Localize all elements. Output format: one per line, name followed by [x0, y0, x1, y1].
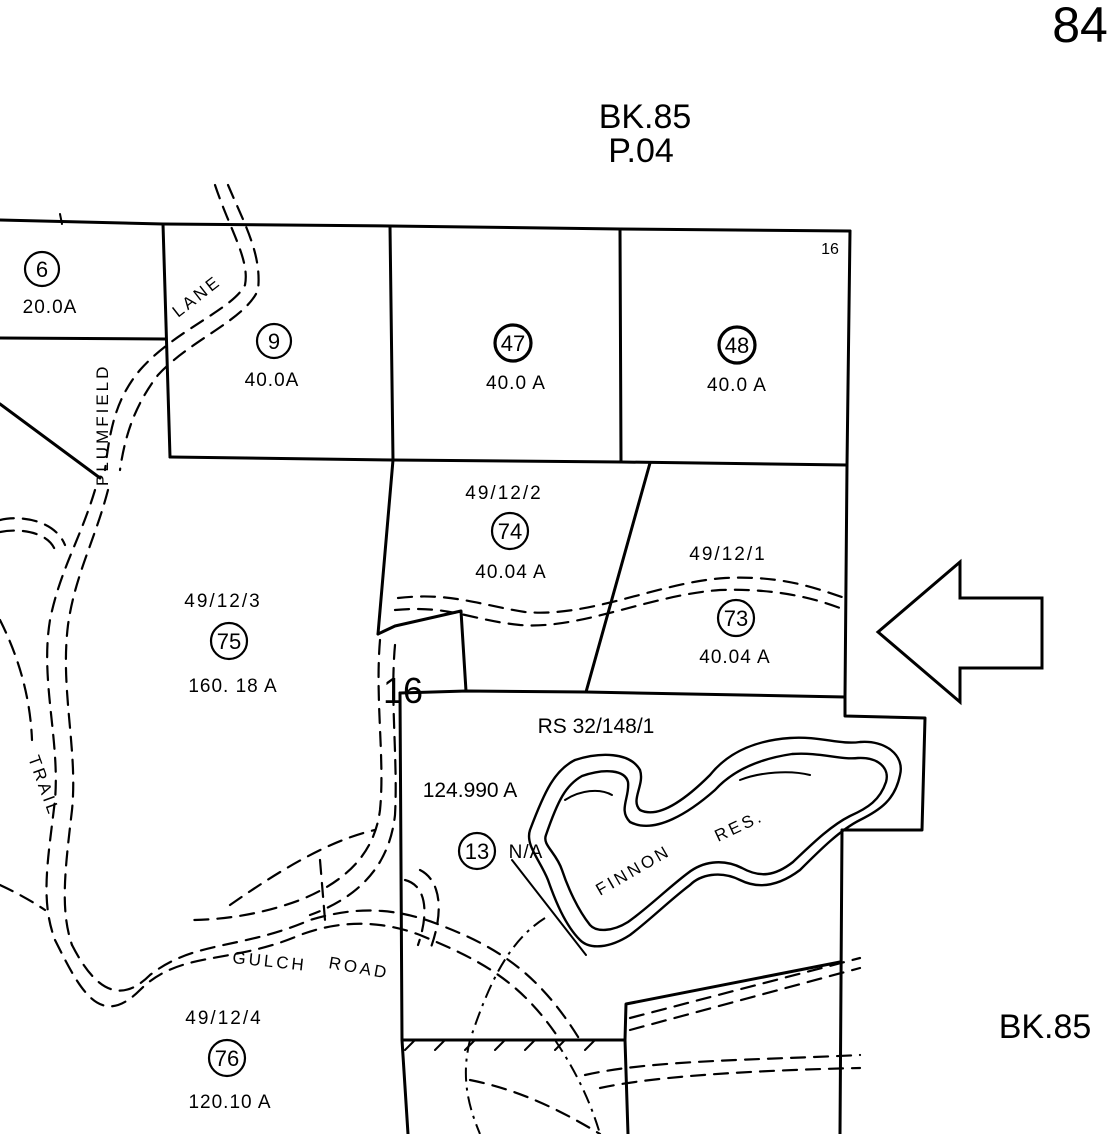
- parcel-ref: RS 32/148/1: [538, 715, 655, 738]
- parcel-ref: 49/12/3: [184, 591, 261, 612]
- parcel-note: N/A: [509, 842, 544, 863]
- parcel-acres: 40.04 A: [699, 647, 770, 668]
- plumfield-label: PLUMFIELD: [93, 364, 112, 486]
- parcel-number: 48: [725, 333, 749, 358]
- finnon-reservoir: [527, 736, 902, 948]
- parcel-74: 49/12/2 74 40.04 A: [465, 483, 546, 583]
- parcel-number: 6: [36, 257, 48, 282]
- gulch-label: GULCH: [232, 948, 308, 975]
- page-labels: 84 BK.85 P.04 BK.85 16 16: [383, 0, 1108, 1046]
- parcel-13: RS 32/148/1 124.990 A 13 N/A: [423, 715, 655, 871]
- parcel-number: 75: [217, 629, 241, 654]
- road-lines: [0, 183, 862, 1134]
- parcel-76: 49/12/4 76 120.10 A: [185, 1008, 271, 1113]
- creek-lines: [464, 917, 601, 1134]
- parcel-48: 48 40.0 A: [707, 325, 767, 396]
- lane-label: LANE: [169, 271, 225, 321]
- parcel-number: 9: [268, 329, 280, 354]
- parcel-acres: 124.990 A: [423, 779, 518, 802]
- parcel-acres: 120.10 A: [188, 1092, 271, 1113]
- res-label: RES.: [712, 807, 767, 846]
- page-number: 84: [1052, 0, 1108, 53]
- parcel-number: 13: [465, 839, 489, 864]
- trail-label: TRAIL: [24, 753, 63, 819]
- left-arrow-icon: [875, 558, 1044, 706]
- parcel-number: 74: [498, 519, 522, 544]
- water-labels: FINNON RES.: [593, 807, 767, 900]
- parcel-acres: 40.0 A: [486, 373, 546, 394]
- parcel-acres: 40.0 A: [707, 375, 767, 396]
- parcel-acres: 160. 18 A: [188, 676, 277, 697]
- parcel-6: 6 20.0A: [23, 250, 78, 318]
- parcel-acres: 40.0A: [245, 370, 300, 391]
- book-top-label: BK.85: [599, 98, 692, 136]
- parcel-acres: 40.04 A: [475, 562, 546, 583]
- parcel-47: 47 40.0 A: [486, 323, 546, 394]
- parcel-number: 76: [215, 1046, 239, 1071]
- section-number-small: 16: [821, 241, 839, 258]
- parcel-9: 9 40.0A: [245, 322, 300, 391]
- parcel-ref: 49/12/2: [465, 483, 542, 504]
- page-ref-label: P.04: [608, 132, 674, 170]
- parcel-number: 47: [501, 331, 525, 356]
- parcel-boundaries: [0, 213, 927, 1134]
- road-labels: LANE PLUMFIELD TRAIL GULCH ROAD: [24, 271, 391, 982]
- parcel-number: 73: [724, 606, 748, 631]
- finnon-label: FINNON: [593, 841, 675, 899]
- parcel-73: 49/12/1 73 40.04 A: [689, 544, 770, 668]
- parcel-75: 49/12/3 75 160. 18 A: [184, 591, 277, 697]
- parcel-ref: 49/12/1: [689, 544, 766, 565]
- parcel-ref: 49/12/4: [185, 1008, 262, 1029]
- book-right-label: BK.85: [999, 1008, 1092, 1046]
- road-label: ROAD: [327, 953, 390, 982]
- parcel-acres: 20.0A: [23, 297, 78, 318]
- section-number-large: 16: [383, 670, 423, 711]
